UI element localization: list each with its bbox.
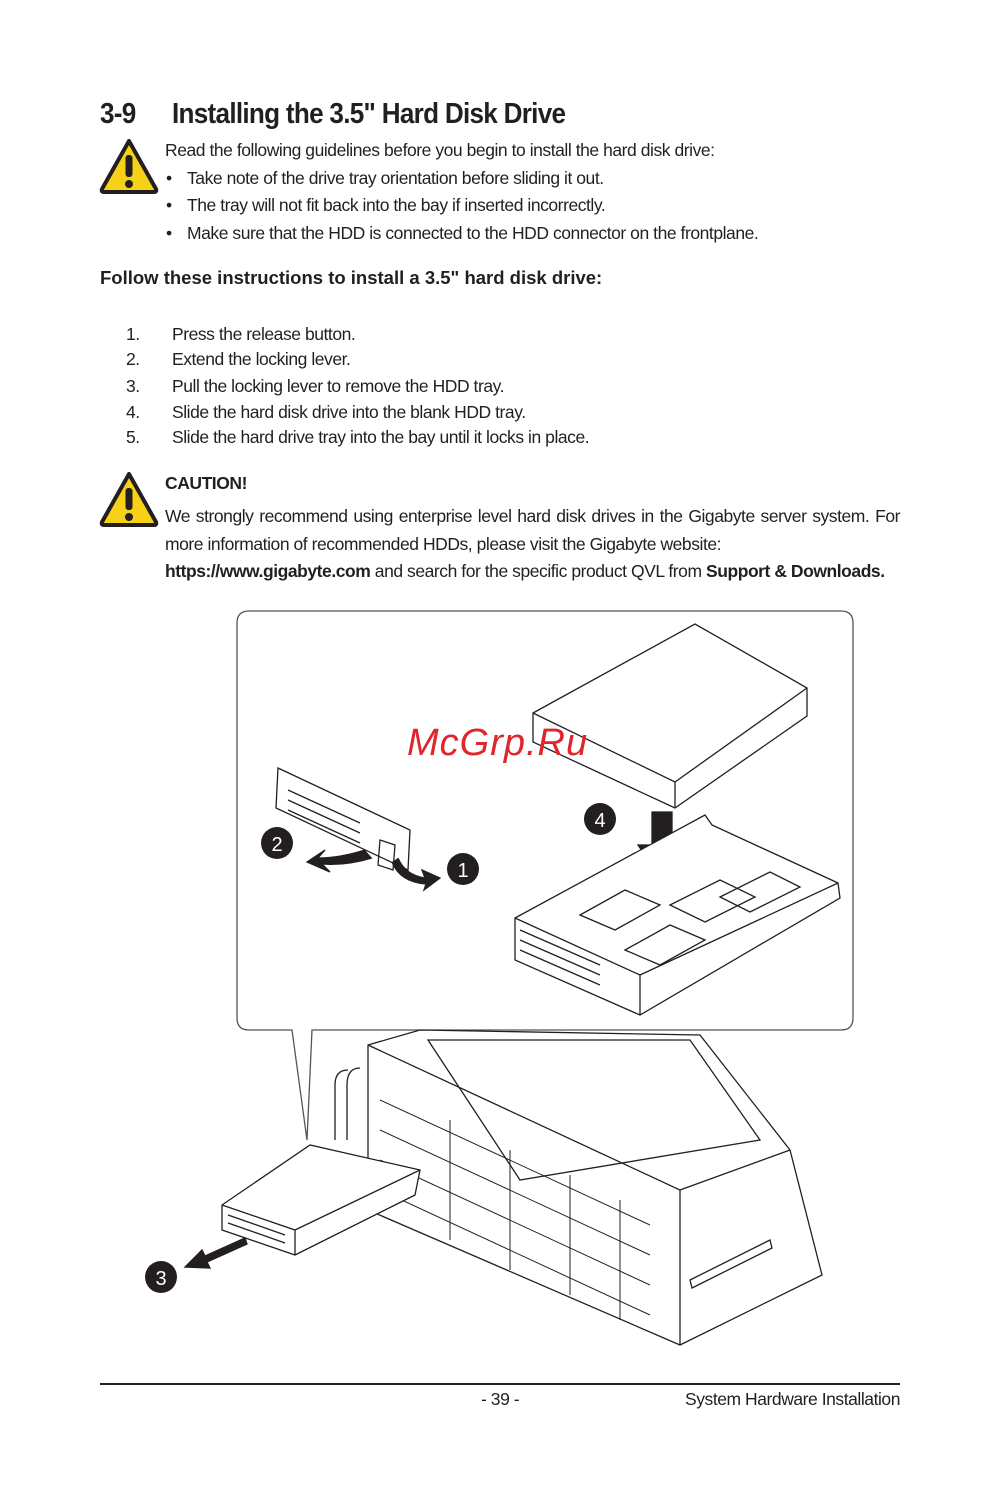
step-item: 3.Pull the locking lever to remove the H… (126, 376, 505, 396)
caution-title: CAUTION! (165, 473, 247, 493)
svg-text:1: 1 (457, 860, 468, 882)
callout-box (236, 610, 854, 1141)
footer-divider (100, 1383, 900, 1385)
warning-icon (99, 139, 159, 194)
caution-text: We strongly recommend using enterprise l… (165, 506, 900, 581)
guideline-item: •Take note of the drive tray orientation… (166, 168, 604, 188)
hdd-installation-figure: 1 2 3 4 (145, 610, 854, 1346)
arrow-out-icon (183, 1237, 248, 1269)
svg-text:3: 3 (155, 1268, 166, 1290)
svg-text:4: 4 (594, 810, 605, 832)
guideline-item: •Make sure that the HDD is connected to … (166, 223, 759, 243)
step-item: 4.Slide the hard disk drive into the bla… (126, 402, 526, 422)
guideline-item: •The tray will not fit back into the bay… (166, 195, 606, 215)
hard-disk-drive (532, 623, 808, 809)
step-item: 1.Press the release button. (126, 324, 356, 344)
arrow-curved-icon (305, 849, 373, 873)
section-number: 3-9 (100, 98, 136, 130)
arrow-curved-icon (391, 857, 442, 892)
instructions-heading: Follow these instructions to install a 3… (100, 267, 603, 288)
step-item: 2.Extend the locking lever. (126, 349, 351, 369)
chapter-name: System Hardware Installation (685, 1389, 900, 1409)
page-number: - 39 - (481, 1389, 520, 1409)
section-title-text: Installing the 3.5" Hard Disk Drive (172, 98, 566, 130)
support-downloads: Support & Downloads. (706, 561, 885, 581)
gigabyte-url[interactable]: https://www.gigabyte.com (165, 561, 371, 581)
drive-bezel (275, 766, 411, 872)
callout-markers: 1 2 3 4 (145, 803, 616, 1293)
svg-text:2: 2 (271, 834, 282, 856)
step-item: 5.Slide the hard drive tray into the bay… (126, 427, 590, 447)
server-chassis (334, 1029, 823, 1346)
hdd-tray (514, 814, 841, 1016)
pulled-hdd-tray (221, 1144, 421, 1256)
guidelines-intro: Read the following guidelines before you… (165, 140, 715, 160)
caution-icon (99, 472, 159, 527)
watermark: McGrp.Ru (407, 722, 589, 764)
section-title: 3-9 Installing the 3.5" Hard Disk Drive (100, 98, 566, 131)
